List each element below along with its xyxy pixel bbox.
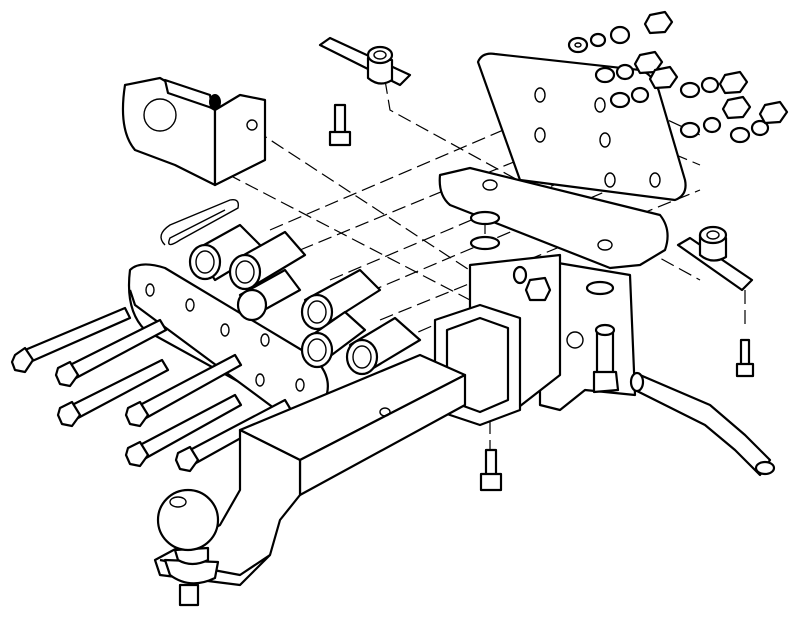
washer-nut-set (469, 10, 789, 302)
hitch-pin (629, 371, 776, 477)
bolts (10, 103, 755, 492)
top-nut-plate (318, 36, 412, 87)
bolt (124, 393, 243, 468)
hitch-pin-clip (160, 198, 240, 246)
receiver-mounting-plate (438, 52, 687, 270)
bolt (10, 306, 132, 374)
plate-holes (482, 87, 661, 251)
bolt (54, 318, 168, 388)
top-left-bracket (121, 76, 267, 187)
bolt (124, 353, 243, 428)
bolt (56, 358, 170, 428)
hitch-ball (156, 488, 220, 607)
side-plate-holes (145, 283, 305, 392)
bolt (735, 338, 755, 378)
left-side-plate (127, 263, 329, 422)
spacer-tubes (188, 223, 422, 376)
right-nut-plate (676, 225, 754, 292)
bolt (592, 323, 620, 394)
bolt (328, 103, 352, 147)
bolt (479, 448, 503, 492)
